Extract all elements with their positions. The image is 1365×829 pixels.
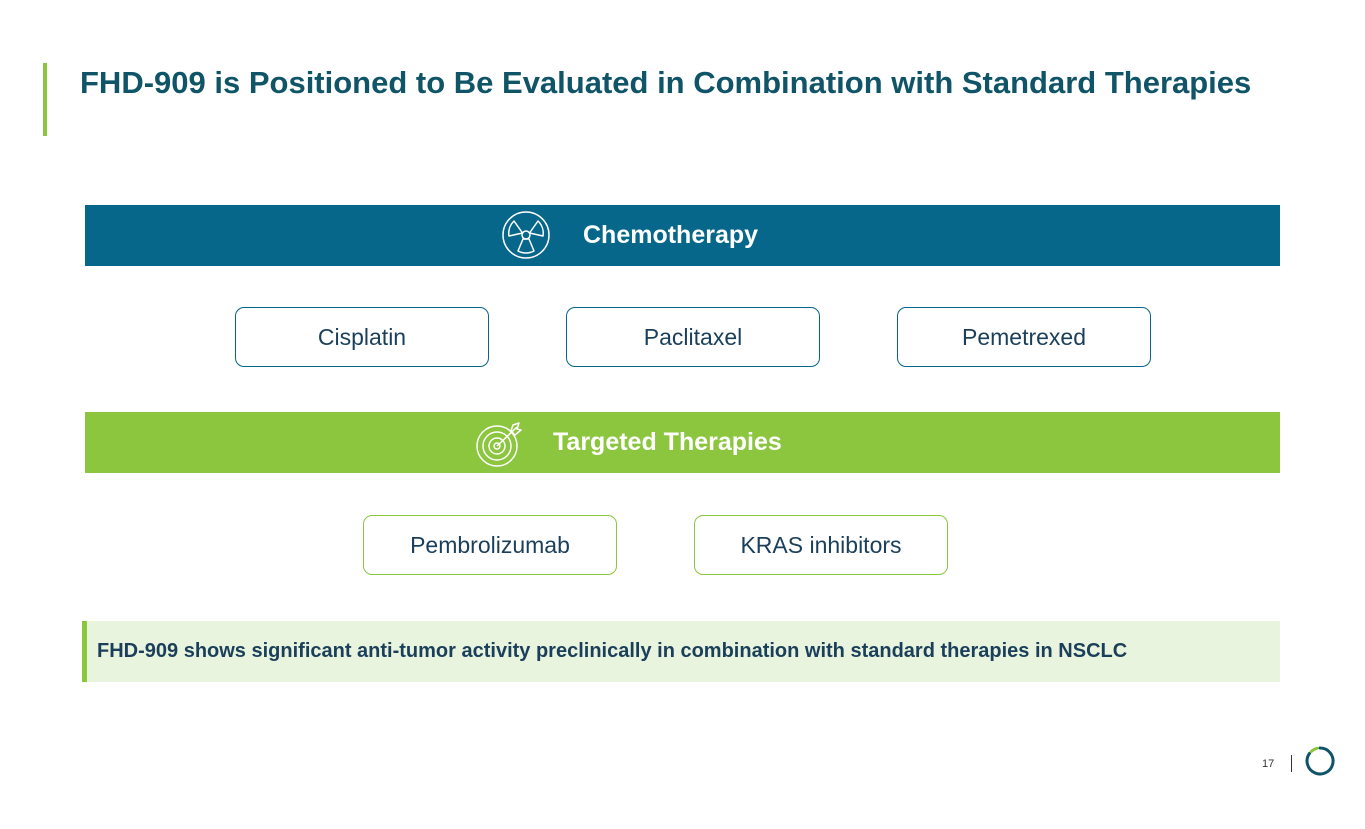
drug-paclitaxel: Paclitaxel xyxy=(566,307,820,367)
page-number: 17 xyxy=(1262,758,1275,770)
chemotherapy-header: Chemotherapy xyxy=(85,205,1280,266)
drug-cisplatin: Cisplatin xyxy=(235,307,489,367)
page-title: FHD-909 is Positioned to Be Evaluated in… xyxy=(80,65,1252,100)
drug-pembrolizumab: Pembrolizumab xyxy=(363,515,617,575)
logo-ring-icon xyxy=(1305,746,1335,776)
radiation-icon xyxy=(502,211,550,259)
footer-divider xyxy=(1291,755,1292,772)
drug-pemetrexed: Pemetrexed xyxy=(897,307,1151,367)
target-icon xyxy=(476,422,522,467)
targeted-therapies-header: Targeted Therapies xyxy=(85,412,1280,473)
key-finding-callout: FHD-909 shows significant anti-tumor act… xyxy=(82,621,1280,682)
drug-kras-inhibitors: KRAS inhibitors xyxy=(694,515,948,575)
targeted-therapies-heading: Targeted Therapies xyxy=(553,428,782,456)
chemotherapy-heading: Chemotherapy xyxy=(583,221,759,249)
title-accent-bar xyxy=(43,63,47,136)
